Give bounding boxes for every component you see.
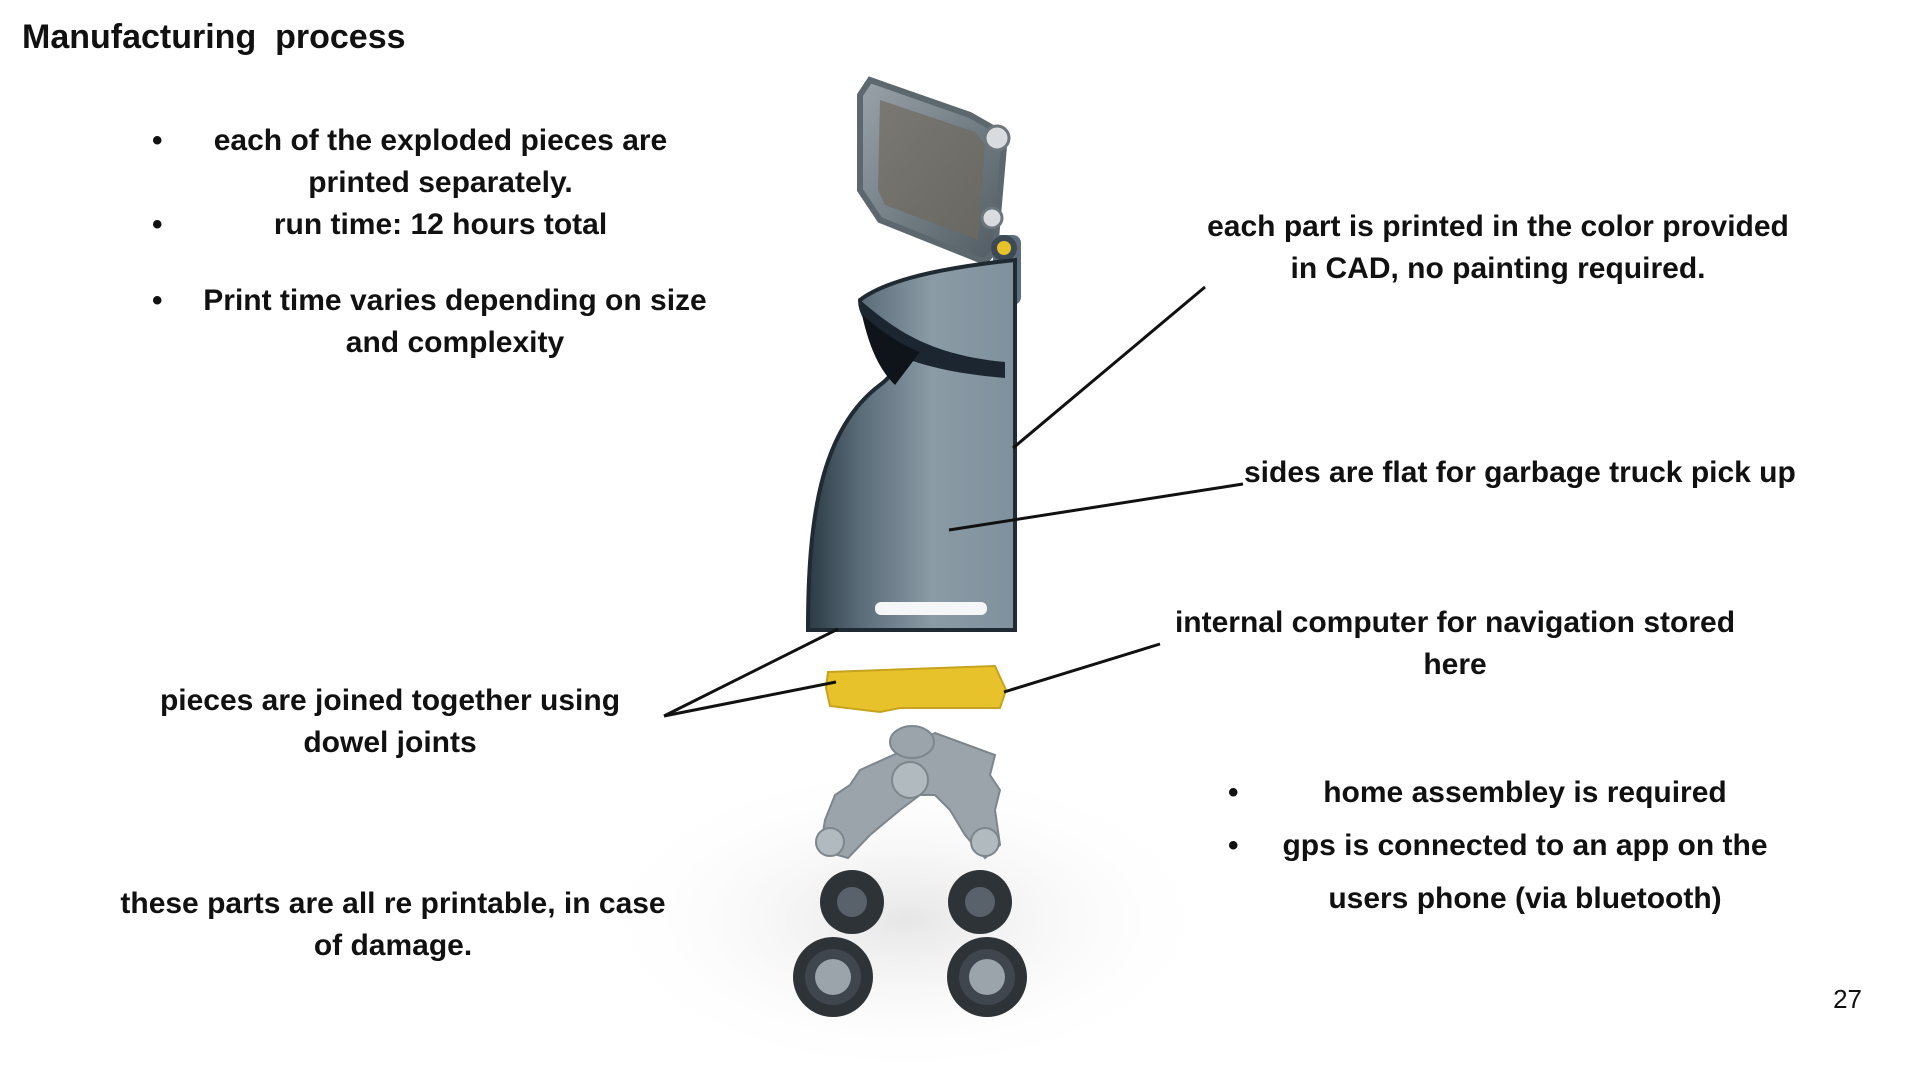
callout-reprintable-text: these parts are all re printable, in cas… (120, 887, 666, 962)
leader-line-joints-b (663, 627, 839, 718)
slide-title: Manufacturing process (22, 18, 406, 56)
axle-bracket-part (815, 725, 1002, 860)
leader-line-color (1012, 285, 1206, 450)
bullet-item: each of the exploded pieces are printed … (146, 120, 691, 204)
callout-joints-text: pieces are joined together using dowel j… (159, 684, 621, 759)
callout-sides-text: sides are flat for garbage truck pick up (1244, 456, 1796, 489)
lid-part (857, 76, 1011, 266)
floor-shadow (590, 760, 1220, 1080)
bullet-item: Print time varies depending on size and … (146, 280, 720, 364)
leader-line-joints-a (663, 680, 837, 718)
wheels-part (793, 870, 1027, 1017)
right-bullet-list: home assembley is required gps is connec… (1222, 766, 1784, 925)
leader-line-computer (1003, 642, 1161, 694)
callout-color-text: each part is printed in the color provid… (1207, 210, 1789, 285)
callout-computer-text: internal computer for navigation stored … (1174, 606, 1736, 681)
bullet-item: gps is connected to an app on the users … (1222, 819, 1784, 925)
leader-line-sides (948, 482, 1244, 532)
bullet-item: run time: 12 hours total (146, 204, 691, 246)
yellow-computer-housing (824, 664, 1008, 714)
callout-leader-lines (663, 285, 1244, 718)
main-body-part (805, 235, 1021, 632)
page-number: 27 (1833, 984, 1862, 1014)
top-left-bullet-list: each of the exploded pieces are printed … (146, 120, 691, 246)
bullet-item: home assembley is required (1222, 766, 1784, 819)
print-time-bullet: Print time varies depending on size and … (146, 280, 720, 364)
